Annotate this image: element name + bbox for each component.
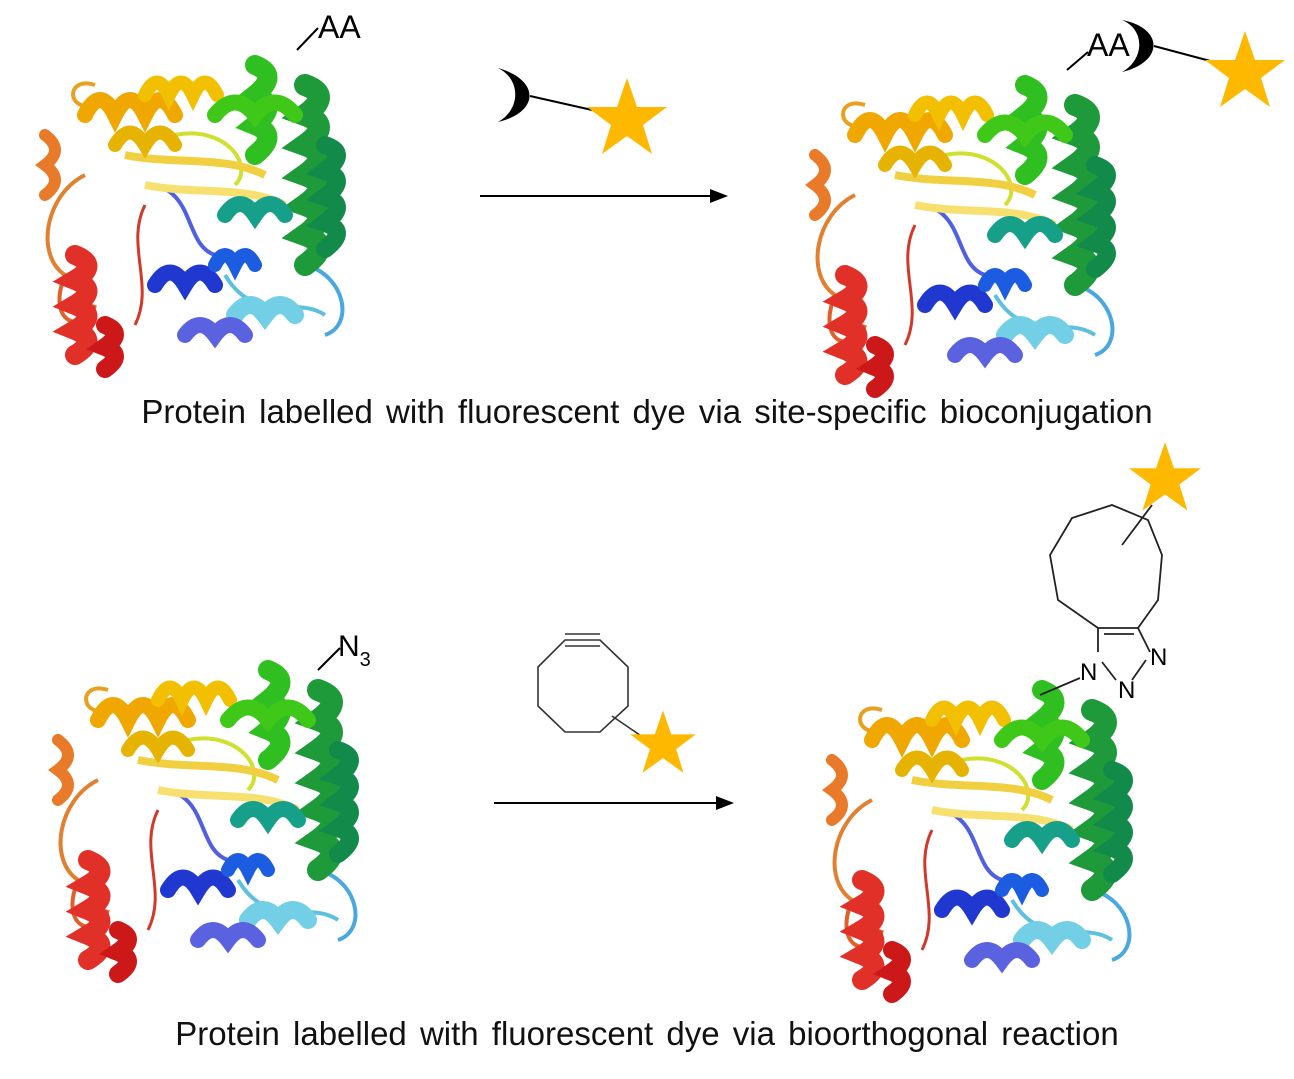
star-dye-icon-reagent-top [587,78,667,154]
star-dye-icon-product-bottom [1129,442,1201,511]
protein-bottom-right [832,690,1129,994]
arrow-icon-top [480,189,728,203]
protein-top-right [815,85,1112,389]
residue-label-top-right: AA [1087,27,1130,63]
protein-bottom-left [58,670,355,974]
triazole-ring-icon [1039,504,1163,696]
caption-bottom: Protein labelled with fluorescent dye vi… [175,1015,1119,1052]
star-dye-icon-reagent-bottom [630,710,696,773]
caption-top: Protein labelled with fluorescent dye vi… [141,393,1153,430]
protein-top-left [45,65,342,369]
cyclooctyne-icon [537,633,651,743]
star-dye-icon-product-top [1205,31,1285,107]
triazole-n1: N [1080,659,1097,686]
crescent-linker-icon [498,68,593,122]
arrow-icon-bottom [494,796,734,810]
crescent-linker-icon-product [1122,20,1215,72]
aa-bond-top-right [1066,51,1089,71]
azide-label: N3 [338,630,371,671]
triazole-n3: N [1150,644,1167,671]
azide-bond [317,647,341,671]
aa-bond-top-left [296,27,319,51]
triazole-n2: N [1118,677,1135,704]
residue-label-top-left: AA [318,9,361,45]
